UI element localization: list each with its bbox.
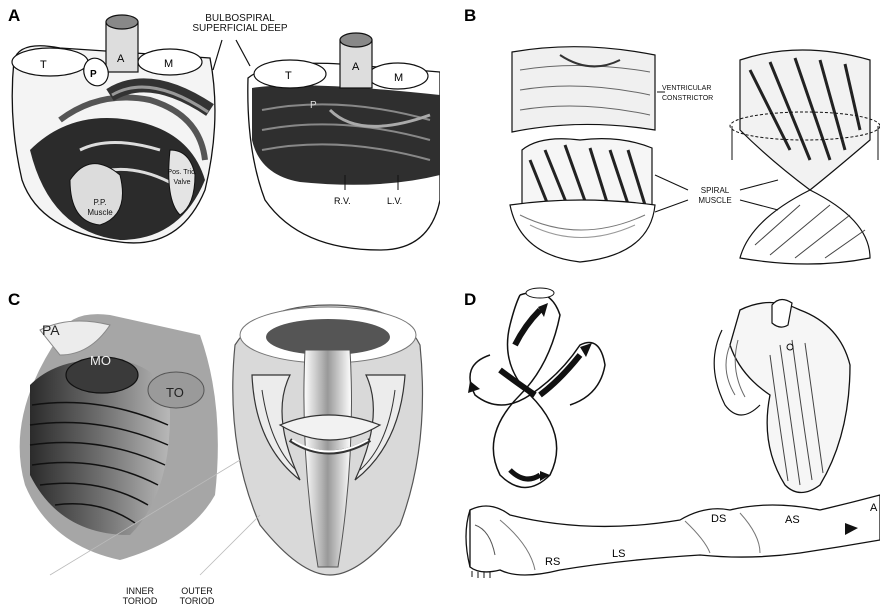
b-spiral-muscle-label: SPIRAL MUSCLE — [690, 186, 740, 206]
band-heart-sketch — [714, 299, 850, 492]
a-right-a: A — [352, 61, 360, 73]
panel-a-illustration: T P A M T A M P R.V. L.V. — [0, 0, 440, 270]
helical-band-loop — [468, 288, 605, 488]
header-arrow-left — [213, 40, 222, 70]
a-lv-label: L.V. — [387, 196, 402, 206]
d-ds-label: DS — [711, 513, 726, 525]
a-rv-label: R.V. — [334, 196, 351, 206]
ventricular-constrictor-band — [512, 47, 655, 132]
spiral-muscle-right — [730, 50, 880, 264]
a-valve-label: Pos. Tric. Valve — [152, 168, 212, 188]
right-heart-drawing — [248, 33, 440, 250]
c-inner-toroid-label: INNER TORIOD — [115, 586, 165, 606]
a-left-p: P — [90, 69, 97, 80]
b-ventricular-constrictor-label: VENTRICULAR CONSTRICTOR — [662, 84, 738, 104]
c-outer-toroid-label: OUTER TORIOD — [172, 586, 222, 606]
d-ls-label: LS — [612, 548, 625, 560]
helical-heart-model — [20, 314, 218, 560]
panel-c-illustration: PA MO TO — [0, 295, 440, 585]
panel-b-illustration — [440, 0, 880, 275]
spiral-muscle-left — [510, 139, 655, 262]
c-mo-label: MO — [90, 353, 111, 368]
a-right-p: P — [310, 100, 317, 111]
d-rs-label: RS — [545, 556, 560, 568]
a-left-m: M — [164, 58, 173, 70]
d-as-label: AS — [785, 514, 800, 526]
c-to-label: TO — [166, 385, 184, 400]
toroid-cutaway-model — [233, 305, 423, 575]
d-a-label: A — [870, 502, 878, 514]
a-right-m: M — [394, 72, 403, 84]
a-left-a: A — [117, 53, 125, 65]
a-left-t: T — [40, 59, 47, 71]
panel-d-illustration: RS LS DS AS A — [440, 285, 880, 614]
c-pa-label: PA — [42, 322, 60, 338]
a-pp-muscle-label: P.P. Muscle — [70, 198, 130, 218]
unwound-ventricular-band — [466, 495, 880, 578]
header-arrow-right — [236, 40, 250, 66]
a-right-t: T — [285, 70, 292, 82]
